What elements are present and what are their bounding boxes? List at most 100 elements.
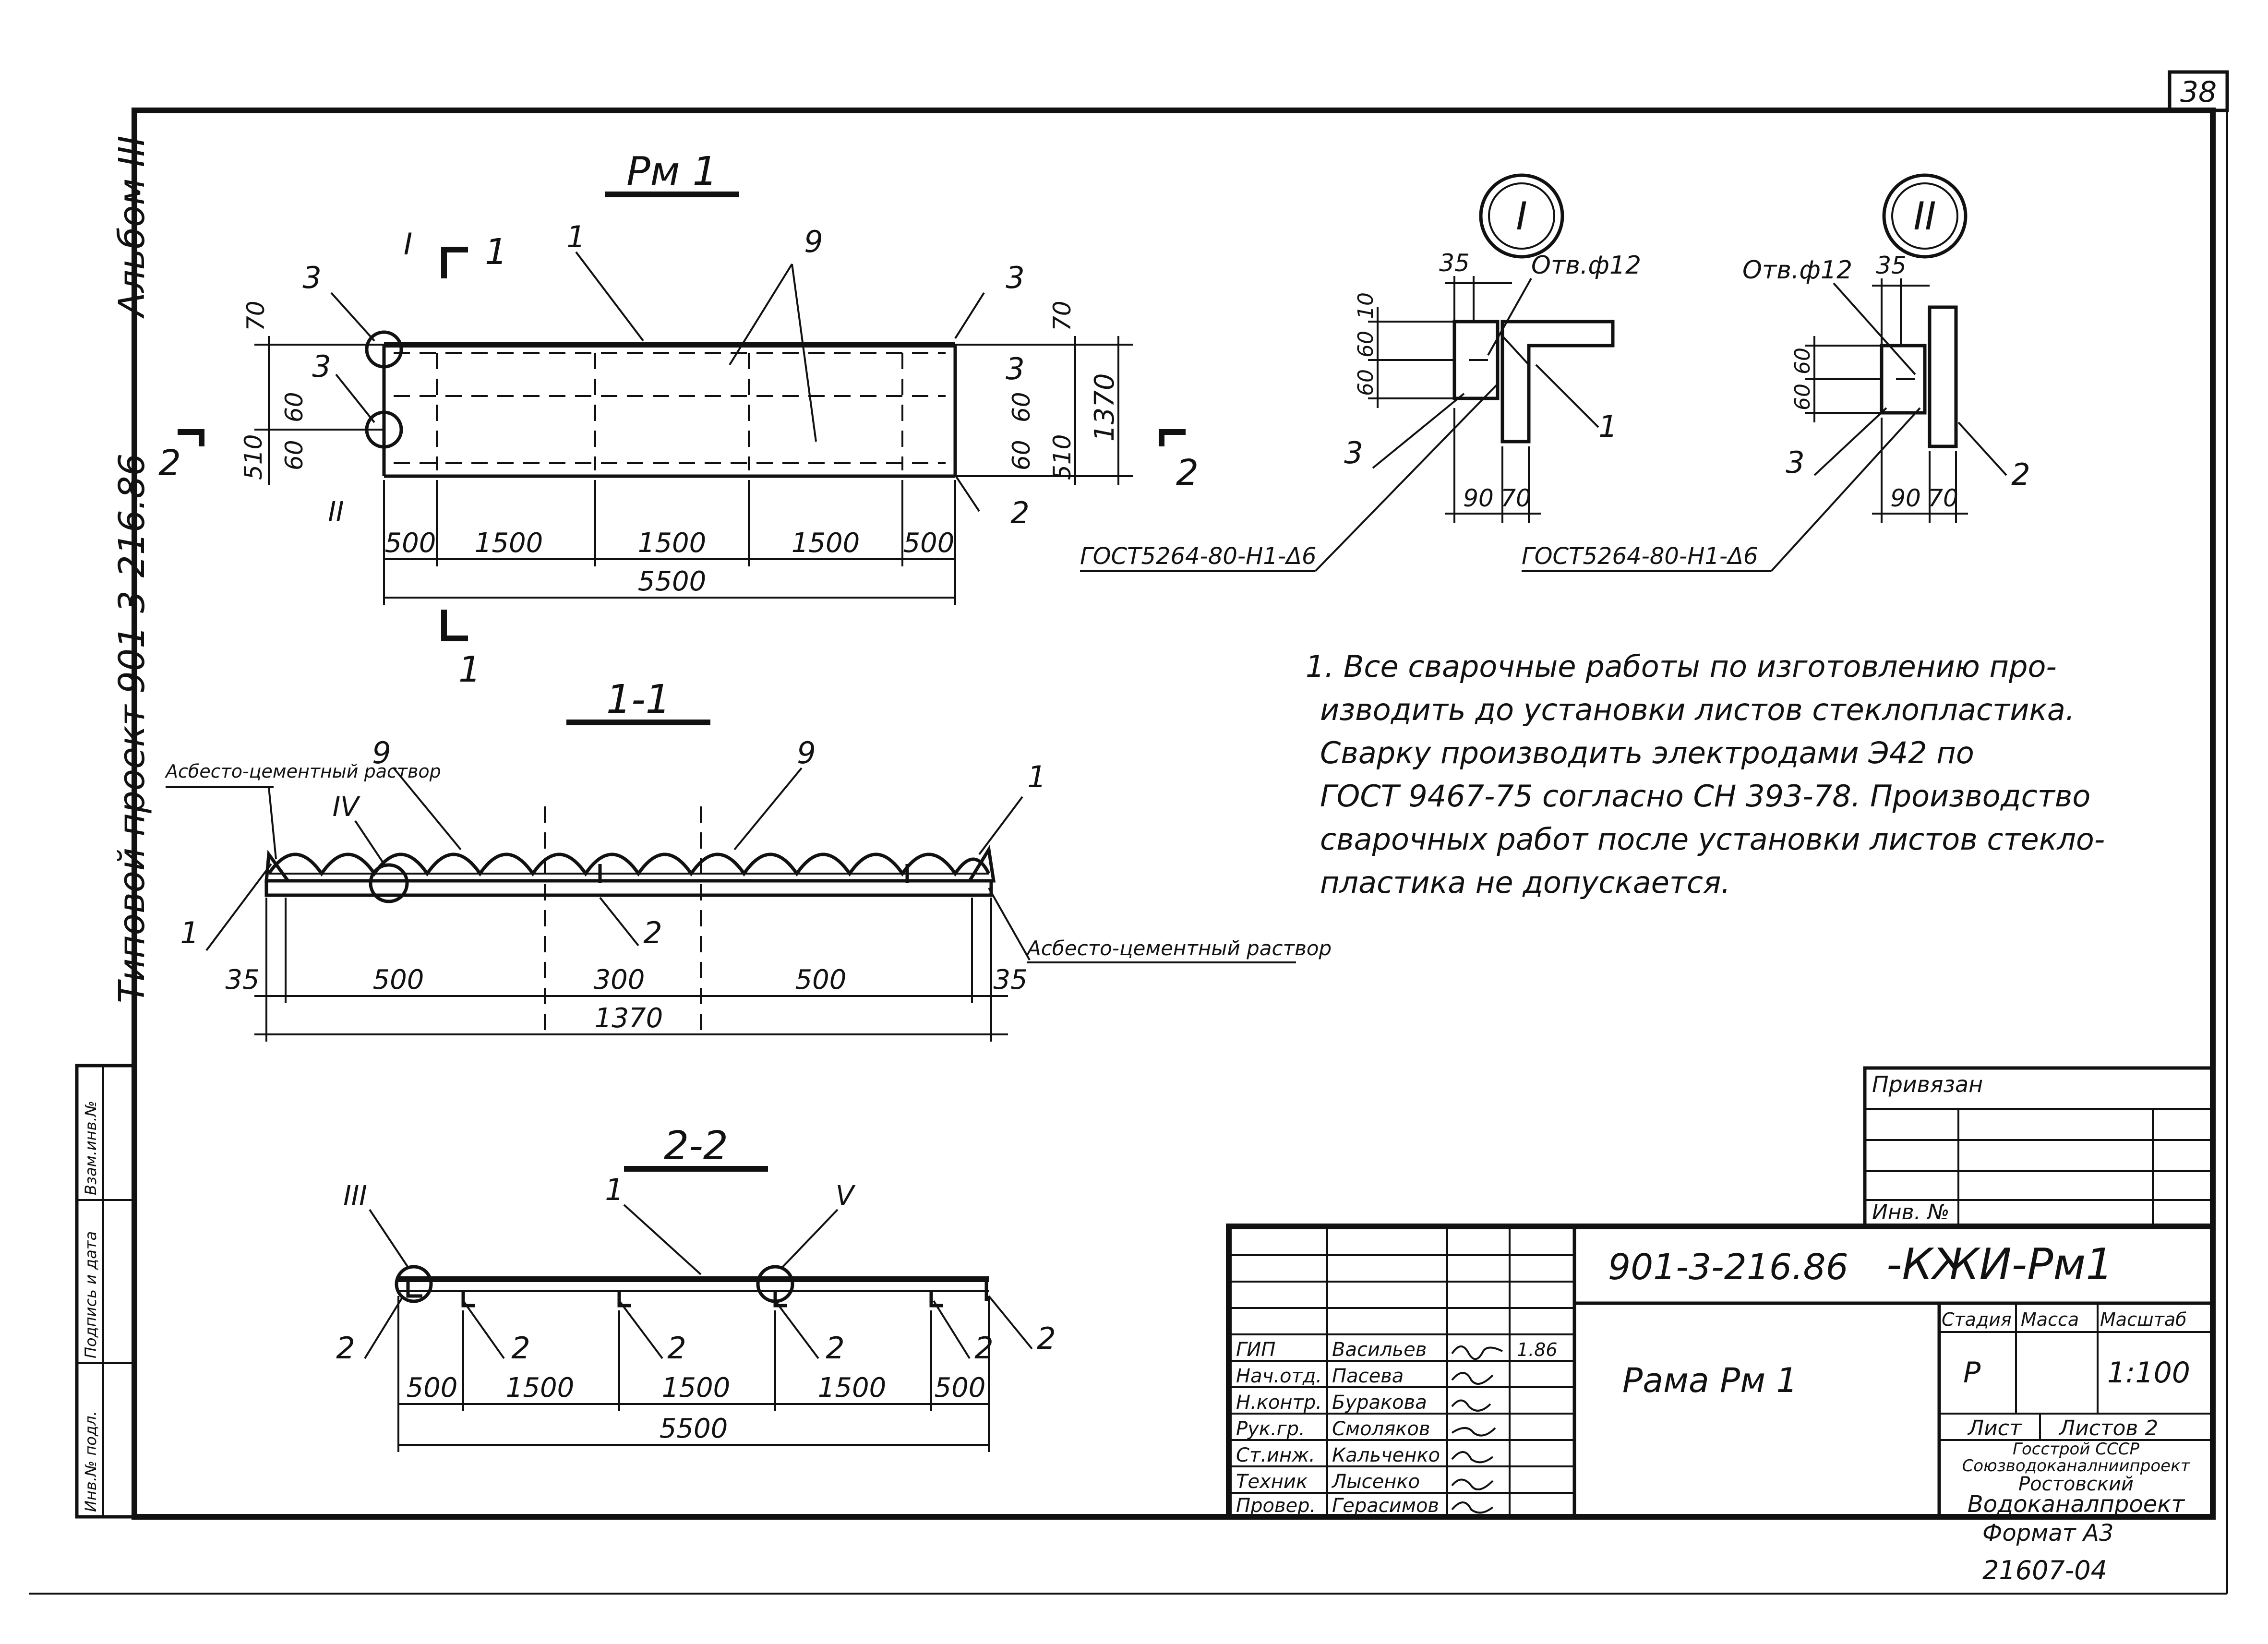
plan-callout-9: 9: [804, 224, 823, 259]
title-stage: Р: [1963, 1356, 1981, 1390]
detail-I-dim-70: 70: [1500, 484, 1531, 512]
plan-dim-total: 5500: [638, 566, 707, 597]
detail-II-weld: ГОСТ5264-80-Н1-Δ6: [1522, 543, 1758, 570]
section-2-2-dim-500-left: 500: [407, 1372, 458, 1404]
plan-dim-500-right: 500: [903, 528, 955, 559]
section-1-1-dim-500-left: 500: [373, 964, 424, 996]
note-line-2: изводить до установки листов стеклопласт…: [1320, 692, 2075, 727]
format-label: Формат А3: [1982, 1520, 2113, 1547]
title-inv-no: Инв. №: [1872, 1200, 1949, 1224]
note-line-6: пластика не допускается.: [1320, 865, 1730, 900]
section-1-1: 1-1 9 9 1 1 2 IV Асбесто-цементный раств…: [164, 677, 1332, 1042]
side-label-project: Типовой проект 901-3-216.86: [111, 453, 153, 1003]
sig-name-3: Смоляков: [1332, 1418, 1430, 1440]
sig-name-0: Васильев: [1332, 1339, 1427, 1361]
detail-I-mark: I: [1516, 194, 1527, 239]
detail-II-dim-60b: 60: [1790, 384, 1815, 410]
section-1-1-dim-35-left: 35: [225, 964, 259, 996]
section-2-2-callout-2e: 2: [974, 1331, 993, 1366]
plan-dim-500-left: 500: [385, 528, 436, 559]
section-1-1-callout-1-right: 1: [1027, 759, 1046, 794]
section-2-2-dim-1500-c: 1500: [818, 1372, 887, 1404]
section-2-2-detail-III: III: [343, 1180, 367, 1212]
section-1-1-note-right: Асбесто-цементный раствор: [1026, 936, 1332, 960]
detail-I-dim-35: 35: [1439, 249, 1470, 277]
section-2-2-callout-2a: 2: [336, 1331, 355, 1366]
detail-II-dim-35: 35: [1876, 252, 1907, 279]
detail-II-mark: II: [1913, 194, 1936, 239]
plan-dim-right-510: 510: [1048, 434, 1076, 480]
detail-I-weld: ГОСТ5264-80-Н1-Δ6: [1080, 543, 1317, 570]
section-1-1-dim-300: 300: [594, 964, 645, 996]
section-1-1-callout-2: 2: [643, 915, 662, 950]
detail-I-dim-60b: 60: [1354, 369, 1378, 396]
sheet-number: 38: [2180, 75, 2217, 109]
plan-section-mark-2-right: 2: [1176, 452, 1199, 493]
plan-title: Рм 1: [626, 149, 718, 194]
detail-II-callout-3: 3: [1786, 445, 1804, 480]
plan-dim-left-510: 510: [240, 434, 267, 480]
plan-detail-mark-II: II: [328, 496, 344, 528]
sig-name-6: Герасимов: [1332, 1495, 1439, 1517]
note-line-1: 1. Все сварочные работы по изготовлению …: [1306, 649, 2057, 684]
margin-stamp: Инв.№ подл. Подпись и дата Взам.инв.№: [75, 1064, 136, 1519]
plan-dim-1500-c: 1500: [792, 528, 860, 559]
plan-dim-left-60b: 60: [280, 440, 308, 470]
title-scale-label: Масштаб: [2100, 1309, 2187, 1330]
detail-I-dim-10: 10: [1354, 292, 1378, 319]
title-org-0: Госстрой СССР: [2013, 1440, 2139, 1459]
plan-callout-2: 2: [1010, 495, 1029, 530]
title-block: Привязан Инв. № ГИП Васильев Нач.отд. Па…: [1226, 1066, 2216, 1520]
general-notes: 1. Все сварочные работы по изготовлению …: [1306, 649, 2105, 900]
archive-number: 21607-04: [1982, 1555, 2107, 1585]
sig-role-4: Ст.инж.: [1236, 1444, 1315, 1466]
section-1-1-dim-500-right: 500: [795, 964, 847, 996]
title-org-2: Ростовский: [2018, 1473, 2134, 1495]
section-2-2-callout-2b: 2: [511, 1331, 530, 1366]
title-sheets-label: Листов 2: [2058, 1416, 2158, 1440]
plan-callout-3a: 3: [302, 260, 321, 295]
detail-I-hole: Отв.ф12: [1531, 251, 1641, 280]
section-2-2-dim-1500-b: 1500: [662, 1372, 731, 1404]
sig-name-1: Пасева: [1332, 1365, 1404, 1387]
plan-section-mark-2-left: 2: [158, 443, 181, 484]
section-2-2-callout-2d: 2: [826, 1331, 844, 1366]
side-labels: Альбом III Типовой проект 901-3-216.86: [111, 136, 153, 1003]
plan-detail-mark-I: I: [404, 227, 412, 262]
margin-label-vzam: Взам.инв.№: [82, 1101, 100, 1195]
detail-I-callout-3: 3: [1344, 435, 1363, 470]
title-org-1: Союзводоканалниипроект: [1962, 1456, 2191, 1476]
plan-section-mark-1-bottom: 1: [458, 649, 481, 690]
title-sheet-label: Лист: [1967, 1416, 2022, 1440]
sig-name-5: Лысенко: [1331, 1471, 1420, 1493]
section-1-1-detail-IV: IV: [333, 792, 361, 823]
section-2-2-dim-500-right: 500: [935, 1372, 986, 1404]
sig-role-2: Н.контр.: [1236, 1392, 1322, 1414]
title-privyazan: Привязан: [1872, 1071, 1983, 1097]
title-date: 1.86: [1517, 1339, 1558, 1360]
sig-role-3: Рук.гр.: [1236, 1418, 1305, 1440]
plan-callout-3d: 3: [1006, 351, 1024, 386]
note-line-4: ГОСТ 9467-75 согласно СН 393-78. Произво…: [1320, 779, 2090, 814]
detail-II: II Отв.ф12 35 60 60 90 70 3 2 ГОСТ5264-8…: [1522, 173, 2030, 572]
detail-II-dim-60a: 60: [1790, 348, 1815, 374]
margin-label-sign: Подпись и дата: [82, 1231, 100, 1358]
sig-role-1: Нач.отд.: [1236, 1365, 1322, 1387]
signature-marks: [1451, 1345, 1503, 1514]
section-2-2: 2-2 1 2 2 2 2 2 2 III V: [336, 1123, 1056, 1452]
section-1-1-note-left: Асбесто-цементный раствор: [164, 761, 441, 782]
title-stage-label: Стадия: [1942, 1309, 2012, 1330]
plan-dim-left-60a: 60: [280, 392, 308, 422]
section-1-1-callout-9a: 9: [372, 735, 391, 770]
detail-I: I Отв.ф12 35 10 60 60 90 70 3 1 ГОСТ5264…: [1080, 173, 1641, 572]
plan-dim-height: 1370: [1089, 373, 1120, 442]
detail-II-dim-90: 90: [1890, 484, 1921, 512]
sig-role-5: Техник: [1236, 1471, 1308, 1493]
section-2-2-dim-total: 5500: [660, 1413, 728, 1444]
plan-dim-1500-a: 1500: [475, 528, 543, 559]
section-2-2-callout-1: 1: [605, 1172, 624, 1207]
detail-I-dim-90: 90: [1463, 484, 1494, 512]
side-label-album: Альбом III: [111, 136, 153, 319]
section-2-2-dim-1500-a: 1500: [506, 1372, 575, 1404]
